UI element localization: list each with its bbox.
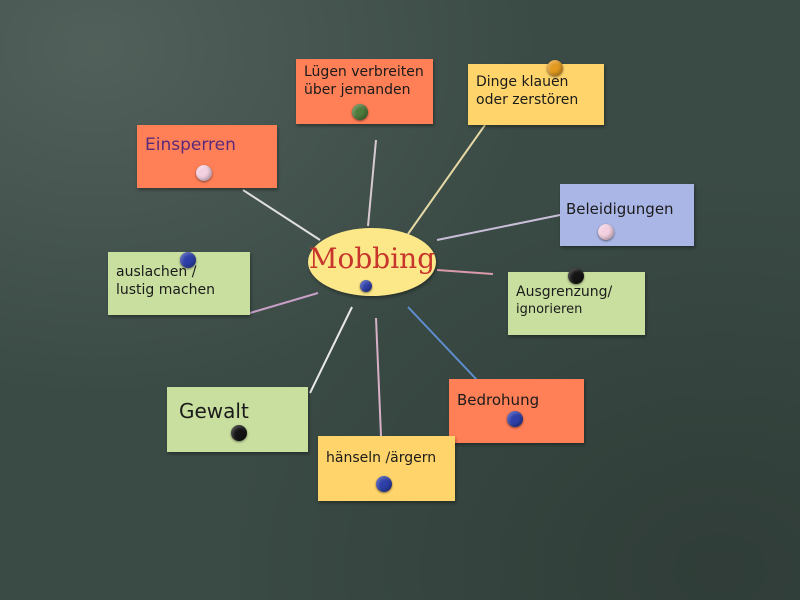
magnet-pink — [196, 165, 212, 181]
card-dinge-line1: Dinge klauen — [476, 74, 569, 90]
chalk-line-beleidigungen — [436, 214, 561, 241]
chalk-line-gewalt — [309, 306, 353, 394]
center-title: Mobbing — [308, 241, 436, 275]
magnet-black — [231, 425, 247, 441]
card-ausgrenzung: Ausgrenzung/ ignorieren — [508, 268, 645, 335]
card-einsperren-label: Einsperren — [145, 135, 236, 155]
card-luegen-line1: Lügen verbreiten — [304, 64, 424, 80]
card-haenseln-label: hänseln /ärgern — [326, 450, 437, 466]
chalk-line-luegen — [367, 139, 377, 227]
magnet-black — [568, 268, 584, 284]
chalk-line-bedrohung — [407, 306, 478, 381]
card-einsperren: Einsperren — [137, 125, 277, 188]
card-luegen-verbreiten: Lügen verbreiten über jemanden — [296, 59, 433, 124]
magnet-blue — [376, 476, 392, 492]
card-beleidigungen-label: Beleidigungen — [566, 200, 674, 218]
card-auslachen-line2: lustig machen — [116, 281, 216, 298]
magnet-green — [352, 104, 368, 120]
card-bedrohung-label: Bedrohung — [457, 391, 540, 409]
card-dinge-klauen: Dinge klauen oder zerstören — [468, 60, 604, 125]
magnet-blue — [507, 411, 523, 427]
chalk-line-haenseln — [375, 317, 382, 437]
card-bedrohung: Bedrohung — [449, 379, 584, 443]
magnet-blue — [360, 280, 372, 292]
card-gewalt-label: Gewalt — [179, 399, 249, 423]
card-haenseln: hänseln /ärgern — [318, 436, 455, 501]
card-auslachen: auslachen / lustig machen — [108, 252, 250, 315]
card-ausgrenzung-line1: Ausgrenzung/ — [516, 284, 613, 300]
chalk-line-einsperren — [242, 189, 321, 241]
card-ausgrenzung-line2: ignorieren — [516, 301, 583, 317]
card-dinge-line2: oder zerstören — [476, 91, 579, 108]
center-mobbing: Mobbing — [308, 228, 436, 296]
card-auslachen-line1: auslachen / — [116, 264, 197, 280]
chalk-line-ausgrenzung — [436, 269, 494, 275]
chalk-line-dinge — [407, 124, 486, 235]
magnet-blue — [180, 252, 196, 268]
card-gewalt: Gewalt — [167, 387, 308, 452]
card-luegen-line2: über jemanden — [304, 81, 411, 98]
card-beleidigungen: Beleidigungen — [560, 184, 694, 246]
magnet-orange — [547, 60, 563, 76]
chalk-line-auslachen — [249, 292, 319, 314]
magnet-pink — [598, 224, 614, 240]
